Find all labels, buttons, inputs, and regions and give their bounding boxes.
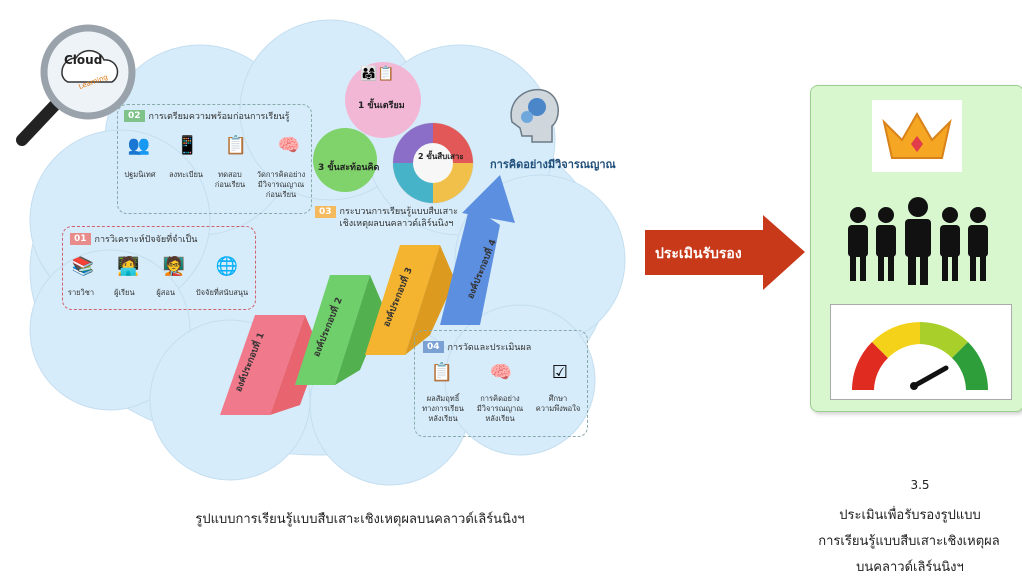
stage-1-icons: 👨‍👩‍👧📋 <box>360 66 395 82</box>
box-01-number: 01 <box>70 233 91 245</box>
box-03-header: 03 กระบวนการเรียนรู้แบบสืบเสาะ เชิงเหตุผ… <box>315 206 458 230</box>
box-01-item-3: ผู้สอน <box>156 288 175 297</box>
box-02-icons: 👥 📱 📋 🧠 <box>124 135 309 156</box>
stage-1-label: 1 ขั้นเตรียม <box>358 98 405 112</box>
box-02-item-2: ลงทะเบียน <box>168 170 204 179</box>
caption-right-line1: ประเมินเพื่อรับรองรูปแบบ <box>839 508 981 523</box>
stage-3-label: 3 ขั้นสะท้อนคิด <box>318 160 379 174</box>
box-04-labels: ผลสัมฤทธิ์ ทางการเรียน หลังเรียน การคิดอ… <box>418 394 584 424</box>
box-01-labels: รายวิชา ผู้เรียน ผู้สอน ปัจจัยที่สนับสนุ… <box>62 288 254 298</box>
box-04-icons: 📋 🧠 ☑ <box>422 362 580 383</box>
cloud-learning-logo <box>16 24 136 146</box>
head-gears-icon <box>510 88 559 143</box>
caption-right-number: 3.5 <box>910 478 930 492</box>
books-icon: 📚 <box>71 256 95 277</box>
box-02-item-4: วัดการคิดอย่าง มีวิจารณญาณ ก่อนเรียน <box>256 170 306 199</box>
stage-2-text: ขั้นสืบเสาะ <box>426 152 464 161</box>
thinking-icon: 🧠 <box>277 135 301 156</box>
stage-3-text: ขั้นสะท้อนคิด <box>327 163 380 173</box>
box-02-number: 02 <box>124 110 145 122</box>
satisfaction-icon: ☑ <box>551 362 569 383</box>
crown-icon <box>882 111 952 159</box>
stage-2-number: 2 <box>418 152 427 161</box>
box-01-title: การวิเคราะห์ปัจจัยที่จำเป็น <box>94 235 198 245</box>
logo-text-top: Cloud <box>64 53 103 67</box>
stage-1-number: 1 <box>358 101 368 111</box>
box-02-item-3: ทดสอบ ก่อนเรียน <box>214 170 246 189</box>
box-04-number: 04 <box>423 341 444 353</box>
box-03-title: กระบวนการเรียนรู้แบบสืบเสาะ เชิงเหตุผลบน… <box>339 207 458 229</box>
caption-right-line2: การเรียนรู้แบบสืบเสาะเชิงเหตุผล <box>818 534 1000 549</box>
box-02-labels: ปฐมนิเทศ ลงทะเบียน ทดสอบ ก่อนเรียน วัดกา… <box>118 170 310 200</box>
box-04-evaluation <box>414 330 588 437</box>
box-01-item-4: ปัจจัยที่สนับสนุน <box>195 288 249 297</box>
box-03-number: 03 <box>315 206 336 218</box>
box-02-header: 02 การเตรียมความพร้อมก่อนการเรียนรู้ <box>124 109 290 123</box>
box-01-item-1: รายวิชา <box>67 288 95 297</box>
achievement-icon: 📋 <box>430 362 454 383</box>
box-04-item-3: ศึกษา ความพึงพอใจ <box>535 394 581 413</box>
box-04-item-1: ผลสัมฤทธิ์ ทางการเรียน หลังเรียน <box>422 394 464 423</box>
box-04-item-2: การคิดอย่าง มีวิจารณญาณ หลังเรียน <box>476 394 524 423</box>
caption-left: รูปแบบการเรียนรู้แบบสืบเสาะเชิงเหตุผลบนค… <box>195 512 525 527</box>
pretest-icon: 📋 <box>224 135 247 156</box>
box-02-preparation <box>117 104 312 214</box>
box-02-title: การเตรียมความพร้อมก่อนการเรียนรู้ <box>148 112 290 122</box>
box-01-analysis <box>62 226 256 310</box>
teacher-icon: 🧑‍🏫 <box>162 256 185 277</box>
box-01-header: 01 การวิเคราะห์ปัจจัยที่จำเป็น <box>70 232 197 246</box>
support-icon: 🌐 <box>215 256 239 277</box>
box-01-item-2: ผู้เรียน <box>114 288 135 297</box>
evaluate-arrow-label: ประเมินรับรอง <box>655 246 742 262</box>
stage-2-label: 2 ขั้นสืบเสาะ <box>418 150 464 163</box>
learner-icon: 🧑‍💻 <box>117 256 140 277</box>
box-04-title: การวัดและประเมินผล <box>447 343 532 353</box>
stage-diagram <box>313 62 474 204</box>
critical-icon: 🧠 <box>489 362 513 383</box>
zigzag-steps <box>220 175 515 415</box>
evaluate-arrow <box>645 215 805 290</box>
box-01-icons: 📚 🧑‍💻 🧑‍🏫 🌐 <box>66 256 252 277</box>
stage-1-text: ขั้นเตรียม <box>367 101 405 111</box>
box-02-item-1: ปฐมนิเทศ <box>124 170 156 179</box>
people-icon <box>848 197 988 285</box>
stage-3-number: 3 <box>318 163 328 173</box>
gauge-icon <box>852 322 988 390</box>
caption-right-line3: บนคลาวด์เลิร์นนิงฯ <box>856 560 964 575</box>
critical-thinking-label: การคิดอย่างมีวิจารณญาณ <box>490 158 616 171</box>
orientation-icon: 👥 <box>127 135 151 156</box>
register-icon: 📱 <box>176 135 199 156</box>
box-04-header: 04 การวัดและประเมินผล <box>423 340 531 354</box>
